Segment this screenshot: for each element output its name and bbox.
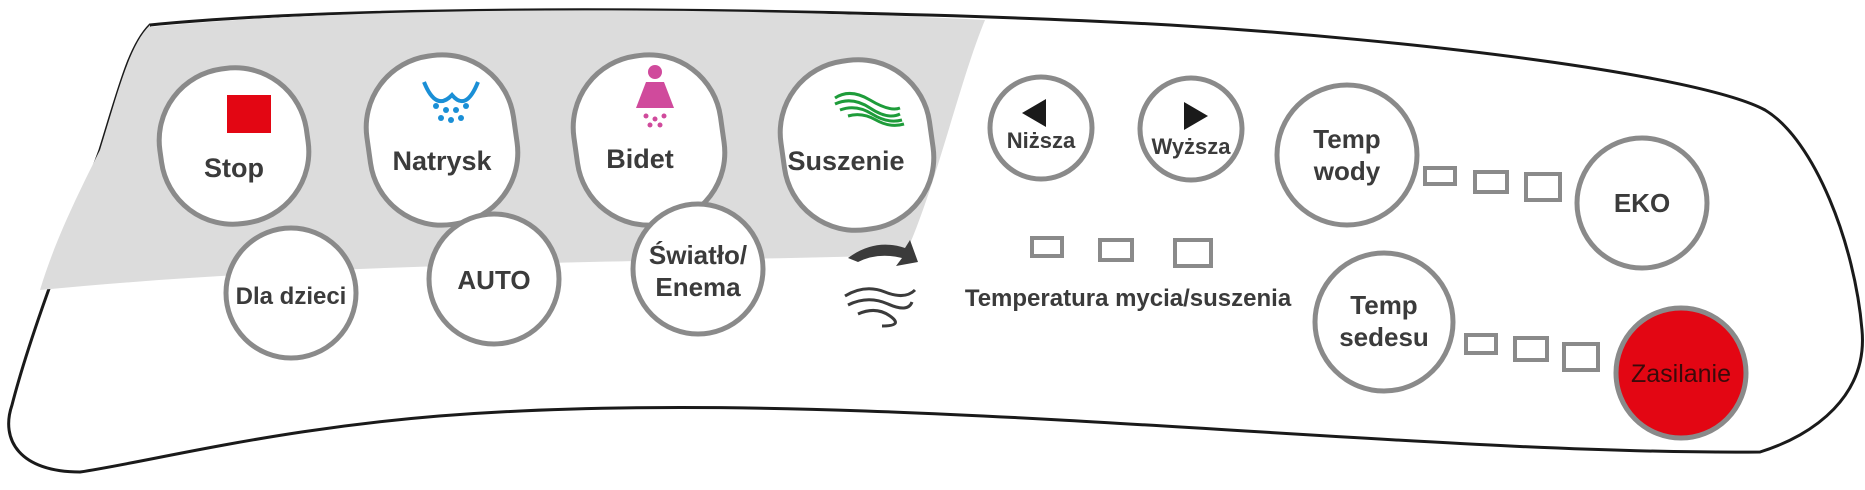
spray-button[interactable]: Natrysk [357,46,527,235]
kids-button[interactable]: Dla dzieci [223,225,359,361]
seat-temp-level-2 [1513,336,1549,362]
dry-button[interactable]: Suszenie [771,50,943,239]
light-enema-button[interactable]: Światło/ Enema [630,201,766,337]
bidet-icon [636,65,674,128]
auto-button-label: AUTO [457,265,530,295]
seat-temp-label-line2: sedesu [1339,322,1429,352]
power-button-label: Zasilanie [1631,360,1731,388]
lower-temp-button[interactable]: Niższa [987,74,1095,182]
dry-air-icon [834,92,905,127]
water-temp-label-line2: wody [1313,156,1381,186]
kids-button-label: Dla dzieci [236,283,347,310]
seat-temp-label-line1: Temp [1350,290,1417,320]
stop-button-label: Stop [204,153,264,183]
eco-button-label: EKO [1614,188,1670,218]
lower-temp-button-label: Niższa [1007,128,1076,153]
wash-dry-level-1 [1030,236,1064,258]
light-button-label-line2: Enema [655,272,741,302]
curved-arrow-wave-icon [844,240,918,328]
wash-dry-temp-indicators [1030,236,1213,268]
seat-temp-button[interactable]: Temp sedesu [1312,250,1456,394]
seat-temp-level-1 [1464,333,1498,355]
seat-temp-indicators [1464,333,1600,372]
spray-icon [422,81,480,123]
water-temp-button[interactable]: Temp wody [1274,82,1420,228]
water-temp-label-line1: Temp [1313,124,1380,154]
eco-button[interactable]: EKO [1574,135,1710,271]
stop-square-icon [227,95,271,133]
dry-button-label: Suszenie [787,146,904,176]
higher-temp-button-label: Wyższa [1151,134,1231,159]
wash-dry-temp-caption: Temperatura mycia/suszenia [965,285,1292,312]
arrow-left-icon [1022,99,1046,127]
wash-dry-level-3 [1173,238,1213,268]
stop-button[interactable]: Stop [150,58,318,233]
arrow-right-icon [1184,102,1208,130]
light-button-label-line1: Światło/ [649,240,747,270]
power-button[interactable]: Zasilanie [1613,305,1749,441]
spray-button-label: Natrysk [392,146,492,176]
wash-dry-level-2 [1098,238,1134,262]
higher-temp-button[interactable]: Wyższa [1137,75,1245,183]
auto-button[interactable]: AUTO [426,211,562,347]
water-temp-level-1 [1423,166,1457,186]
bidet-button-label: Bidet [606,144,674,174]
water-temp-indicators [1423,166,1562,202]
water-temp-level-3 [1524,172,1562,202]
seat-temp-level-3 [1562,342,1600,372]
water-temp-level-2 [1473,170,1509,194]
